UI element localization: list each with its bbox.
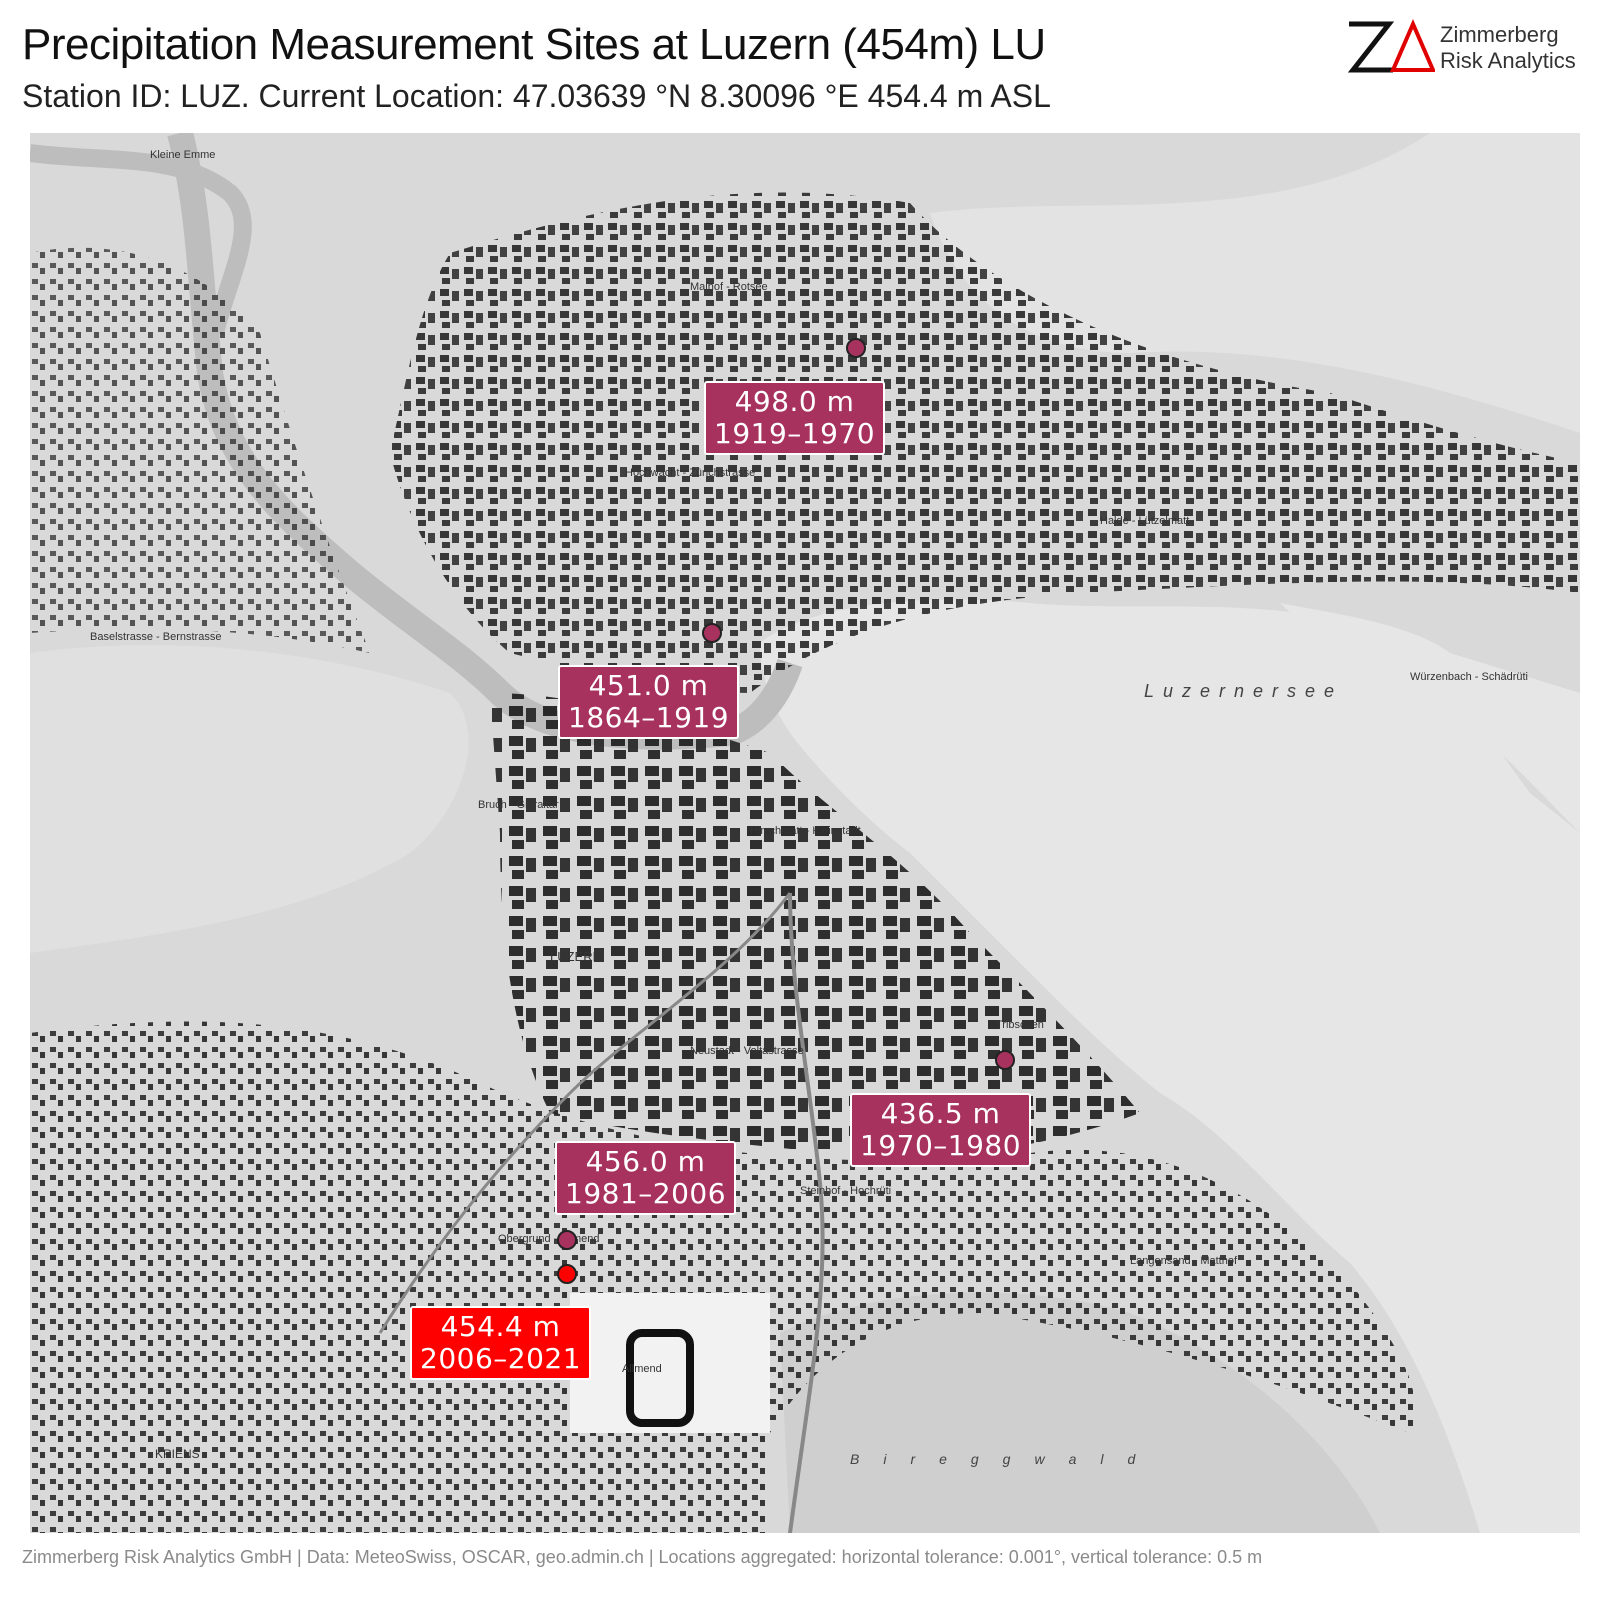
site-elevation: 498.0 m (734, 385, 855, 418)
place-halde: Halde - Lützelmatt (1100, 515, 1190, 527)
site-label-current: 454.4 m 2006–2021 (410, 1306, 592, 1380)
site-marker-1919[interactable] (846, 338, 866, 358)
place-neustadt: Neustadt - Voltastrasse (690, 1045, 804, 1057)
forest-label: Bireggwald (850, 1451, 1160, 1467)
site-period: 1970–1980 (860, 1129, 1022, 1162)
stadium (626, 1329, 694, 1427)
urban-south (30, 1021, 1416, 1533)
place-allmend: Allmend (622, 1363, 662, 1375)
place-maihof: Maihof - Rotsee (690, 281, 768, 293)
hill-dietschiberg (930, 133, 1580, 433)
za-logo-mark (1347, 18, 1435, 73)
place-obergrund: Obergrund - Allmend (498, 1233, 600, 1245)
place-kriens: KRIENS (155, 1447, 200, 1461)
place-langensand: Langensand - Matthof (1130, 1255, 1238, 1267)
place-hirschmatt: Hirschmatt - Kleinstadt (750, 825, 861, 837)
lake-north-shore (1280, 603, 1580, 833)
rail-lines-2 (378, 892, 792, 1334)
rail-lines (788, 892, 825, 1533)
urban-west (30, 247, 370, 653)
map-subtitle: Station ID: LUZ. Current Location: 47.03… (22, 78, 1051, 114)
site-label-1864: 451.0 m 1864–1919 (558, 665, 740, 739)
site-elevation: 451.0 m (588, 669, 709, 702)
site-marker-1981[interactable] (557, 1230, 577, 1250)
map-area[interactable]: Luzernersee Bireggwald LUZERN KRIENS Kle… (30, 133, 1580, 1533)
site-period: 1981–2006 (565, 1177, 727, 1210)
site-label-1981: 456.0 m 1981–2006 (555, 1141, 737, 1215)
site-period: 1864–1919 (568, 701, 730, 734)
map-title: Precipitation Measurement Sites at Luzer… (22, 20, 1046, 69)
hill-bireggwald (780, 1292, 1380, 1533)
site-elevation: 436.5 m (880, 1097, 1001, 1130)
lake-luzernersee (760, 599, 1580, 1533)
company-logo: Zimmerberg Risk Analytics (1345, 14, 1585, 74)
urban-north (390, 192, 1580, 693)
place-baselstrasse: Baselstrasse - Bernstrasse (90, 631, 222, 643)
map-basemap (30, 133, 1580, 1533)
lake-label: Luzernersee (1144, 681, 1344, 701)
place-luzern: LUZERN (550, 949, 603, 964)
site-label-1970: 436.5 m 1970–1980 (850, 1093, 1032, 1167)
site-label-1919: 498.0 m 1919–1970 (704, 381, 886, 455)
footer-credits: Zimmerberg Risk Analytics GmbH | Data: M… (22, 1547, 1263, 1567)
logo-line-2: Risk Analytics (1440, 48, 1576, 73)
place-bruch: Bruch - Gibraltar (478, 799, 559, 811)
urban-center (490, 693, 1140, 1157)
site-period: 1919–1970 (714, 417, 876, 450)
site-elevation: 456.0 m (585, 1145, 706, 1178)
logo-line-1: Zimmerberg (1440, 22, 1559, 47)
allmend-area (570, 1293, 770, 1433)
place-kleine-emme: Kleine Emme (150, 149, 216, 161)
place-steinhof: Steinhof - Hochrüti (800, 1185, 892, 1197)
site-marker-current[interactable] (557, 1264, 577, 1284)
river-kleine-emme (30, 144, 252, 336)
place-wuerzenbach: Würzenbach - Schädrüti (1410, 671, 1528, 683)
place-tribschen: Tribschen (996, 1019, 1044, 1031)
site-marker-1970[interactable] (995, 1050, 1015, 1070)
place-hochwacht: Hochwacht - Zürichstrasse (625, 467, 756, 479)
hill-gutsch (30, 645, 469, 953)
site-period: 2006–2021 (420, 1342, 582, 1375)
site-marker-1864[interactable] (702, 623, 722, 643)
site-elevation: 454.4 m (440, 1310, 561, 1343)
